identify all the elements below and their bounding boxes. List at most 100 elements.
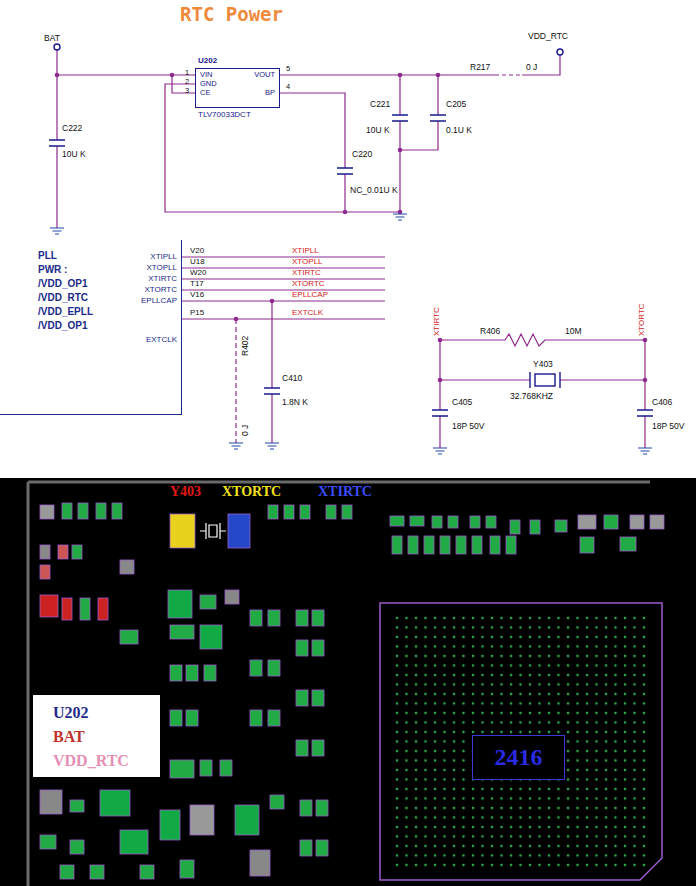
part-label: /VDD_OP1 <box>38 320 87 331</box>
node-text: VOUT <box>254 71 275 79</box>
part-label: P15 <box>190 309 204 318</box>
part-label: R217 <box>470 63 490 72</box>
pcb-pad <box>296 740 308 756</box>
pcb-pad <box>200 760 212 776</box>
node-text: U202 <box>198 57 217 66</box>
part-label: C221 <box>370 100 390 109</box>
pcb-pad <box>98 598 108 620</box>
ground-symbols <box>50 214 652 454</box>
part-label: C220 <box>352 150 372 159</box>
node-text: XTIRTC <box>148 275 177 284</box>
pcb-pad <box>580 537 594 553</box>
soc-outline <box>380 603 662 880</box>
pcb-pad <box>200 625 222 649</box>
pcb-pad <box>40 790 62 814</box>
pcb-pad <box>40 595 58 617</box>
part-label: 5 <box>286 65 290 73</box>
part-label: 0 J <box>526 63 537 72</box>
pcb-pad <box>620 537 636 551</box>
pcb-pad <box>268 610 280 626</box>
pcb-pad <box>312 690 324 706</box>
node-text: VDD_RTC <box>53 752 129 770</box>
board-edge <box>28 482 650 886</box>
regulator-ic: U202VINGNDCEVOUTBPTLV70033DCT <box>195 68 280 108</box>
pcb-pad <box>72 545 82 559</box>
pcb-pad <box>300 800 312 816</box>
pcb-pad <box>510 520 520 534</box>
pcb-pad <box>70 800 84 812</box>
pcb-pad <box>170 665 182 681</box>
pcb-pad <box>80 598 90 620</box>
part-label: 10U K <box>62 150 86 159</box>
bga-balls <box>393 614 651 870</box>
part-label: 10U K <box>366 126 390 135</box>
part-label: 3 <box>185 87 189 95</box>
node-text: VIN <box>200 71 213 79</box>
part-label: XTIRTC <box>292 269 321 278</box>
pcb-pad <box>342 505 352 519</box>
pcb-pad <box>190 805 214 835</box>
part-label: W20 <box>190 269 206 278</box>
pcb-pad <box>486 516 496 528</box>
junction-dots <box>55 73 648 383</box>
part-label: NC_0.01U K <box>350 186 398 195</box>
node-text: BAT <box>53 728 85 746</box>
pcb-pad <box>225 590 239 604</box>
pcb-pad <box>326 505 336 519</box>
part-label: V20 <box>190 247 204 256</box>
part-label: 4 <box>286 83 290 91</box>
pcb-pad <box>170 710 182 726</box>
pcb-pad <box>70 840 84 854</box>
part-label: VDD_RTC <box>528 32 568 41</box>
pcb-pad <box>60 865 74 879</box>
pcb-pad <box>140 865 154 879</box>
legend-box: U202BATVDD_RTC <box>33 695 160 777</box>
pcb-pad <box>250 710 262 726</box>
part-label: R406 <box>480 327 500 336</box>
part-label: C410 <box>282 374 302 383</box>
node-text: TLV70033DCT <box>198 111 251 120</box>
pcb-pad <box>62 598 72 620</box>
pcb-pad <box>250 850 270 876</box>
part-label: V16 <box>190 291 204 300</box>
pcb-pad <box>112 503 122 519</box>
node-text: XTOPLL <box>146 264 177 273</box>
pcb-pad <box>268 660 280 676</box>
part-label: XTORTC <box>222 484 281 499</box>
pcb-pad <box>300 840 312 856</box>
part-label: Y403 <box>533 360 553 369</box>
pcb-pad <box>296 690 308 706</box>
part-label: C222 <box>62 124 82 133</box>
node-text: XTIPLL <box>150 253 177 262</box>
part-label: /VDD_RTC <box>38 292 88 303</box>
part-label: 10M <box>565 327 582 336</box>
part-label: BAT <box>44 34 60 43</box>
pcb-ground <box>0 478 696 886</box>
part-label: XTOPLL <box>292 258 323 267</box>
pcb-pad <box>470 516 480 528</box>
pcb-pad <box>40 545 50 559</box>
pcb-pad <box>530 520 540 534</box>
pcb-pad <box>440 536 450 554</box>
part-label: C406 <box>652 398 672 407</box>
part-label: 1.8N K <box>282 398 308 407</box>
pcb-pad <box>58 545 68 559</box>
pcb-pad <box>120 560 134 574</box>
pcb-pad <box>300 505 310 519</box>
pcb-pad <box>220 760 232 776</box>
pcb-pad <box>270 795 284 809</box>
pcb-pad <box>578 515 596 529</box>
pcb-pad <box>390 516 404 526</box>
soc-pin-block: XTIPLLXTOPLLXTIRTCXTORTCEPLLCAPEXTCLK <box>0 240 182 415</box>
pcb-pad <box>168 590 192 618</box>
soc-marking-box: 2416 <box>472 735 565 780</box>
pcb-pad <box>40 565 50 579</box>
part-label: C205 <box>446 100 466 109</box>
pcb-pad <box>284 505 294 519</box>
part-label: EPLLCAP <box>292 291 328 300</box>
pcb-pad <box>506 536 516 554</box>
pcb-pad <box>186 710 198 726</box>
pcb-pad <box>448 516 458 528</box>
pcb-pad <box>410 516 424 526</box>
part-label: T17 <box>190 280 204 289</box>
